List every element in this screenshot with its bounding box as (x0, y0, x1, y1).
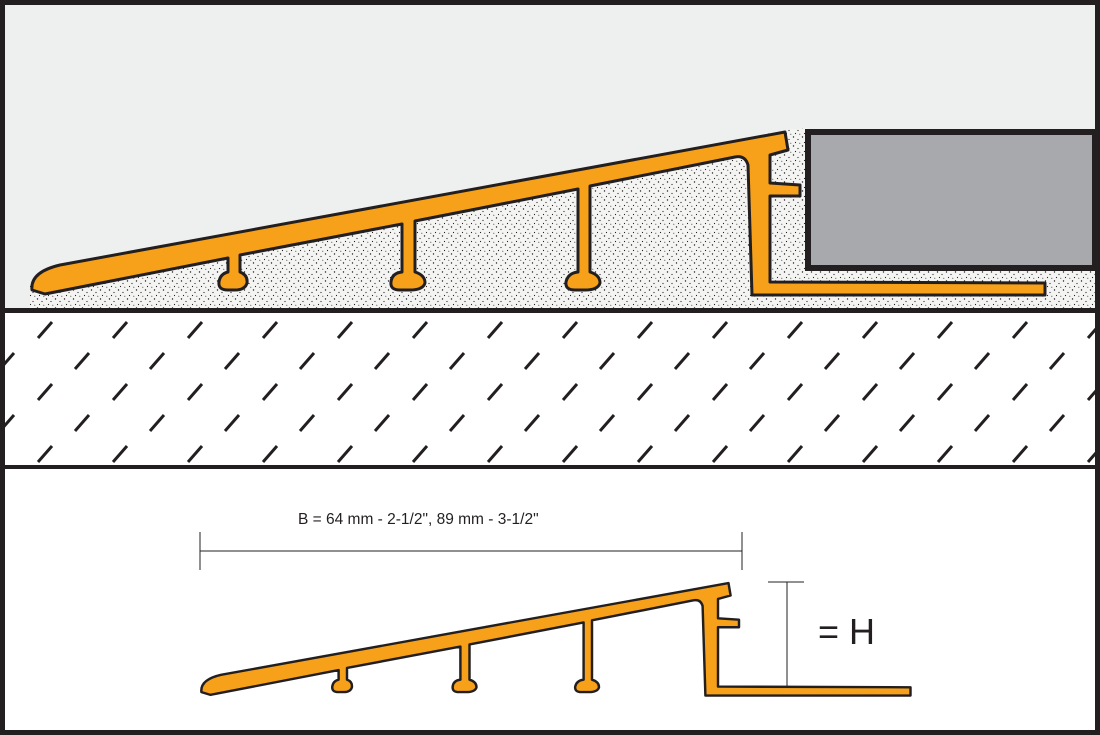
substrate-hatch (5, 313, 1095, 465)
height-dimension-line (768, 581, 804, 687)
width-dimension-line (199, 532, 743, 570)
mortar-bed (30, 128, 1095, 308)
height-dimension-label: = H (818, 611, 875, 652)
floor-tile (805, 129, 1098, 271)
width-dimension-label: B = 64 mm - 2-1/2", 89 mm - 3-1/2" (298, 511, 539, 528)
dimension-section: B = 64 mm - 2-1/2", 89 mm - 3-1/2" = H (5, 469, 1095, 730)
